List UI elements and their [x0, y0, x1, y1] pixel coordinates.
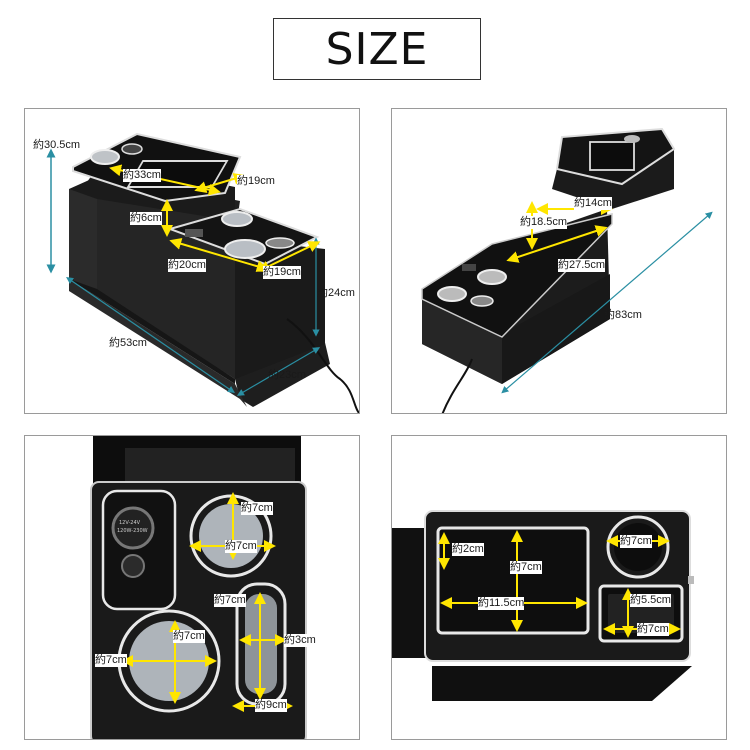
panel-front-dimensions: 約30.5cm 約33cm 約19cm 約6cm 約20cm 約19cm 約24…	[24, 108, 360, 414]
label-body-width: 約23cm	[268, 369, 306, 381]
dimension-arrows-panel1	[46, 148, 321, 396]
label-total-length: 約83cm	[604, 309, 642, 321]
label-inner-width: 約18.5cm	[520, 216, 568, 229]
dimension-arrows-panel4	[438, 530, 681, 638]
label-slot-width: 約3cm	[284, 634, 316, 647]
label-box-width: 約5.5cm	[630, 594, 671, 607]
label-cup-upper-depth: 約7cm	[241, 502, 273, 515]
usb-text-line2: 120W-230W	[117, 528, 148, 534]
label-slot-length: 約7cm	[214, 594, 246, 607]
dimension-arrows-panel3	[121, 492, 293, 712]
label-cup-diameter: 約7cm	[620, 535, 652, 548]
label-step-height: 約6cm	[130, 212, 162, 225]
usb-text-line1: 12V-24V	[119, 520, 141, 526]
label-slide-length: 約14cm	[574, 197, 612, 210]
label-box-length: 約7cm	[637, 623, 669, 636]
label-lower-width: 約19cm	[263, 266, 301, 279]
panel-extended-dimensions: 約14cm 約18.5cm 約27.5cm 約83cm	[391, 108, 727, 414]
label-slot-outer: 約9cm	[255, 699, 287, 712]
panel-upper-tray: 約2cm 約7cm 約11.5cm 約7cm 約5.5cm 約7cm	[391, 435, 727, 740]
label-tray-length: 約11.5cm	[478, 597, 525, 610]
size-title: SIZE	[273, 18, 481, 80]
label-inner-length: 約27.5cm	[558, 259, 606, 272]
label-cup-lower-depth: 約7cm	[173, 630, 205, 643]
label-body-length: 約53cm	[109, 337, 147, 349]
label-tray-width: 約7cm	[510, 561, 542, 574]
label-body-height: 約24cm	[317, 287, 355, 299]
panel-lower-holders: 12V-24V 120W-230W 約7cm 約7cm 約7cm 約3cm 約9…	[24, 435, 360, 740]
label-top-length: 約33cm	[123, 169, 161, 182]
label-cup-lower-width: 約7cm	[95, 654, 127, 667]
label-tray-depth: 約2cm	[452, 543, 484, 556]
label-lower-length: 約20cm	[168, 259, 206, 272]
label-height-total: 約30.5cm	[33, 139, 81, 151]
label-cup-upper-width: 約7cm	[225, 540, 257, 553]
label-top-width: 約19cm	[237, 175, 275, 188]
